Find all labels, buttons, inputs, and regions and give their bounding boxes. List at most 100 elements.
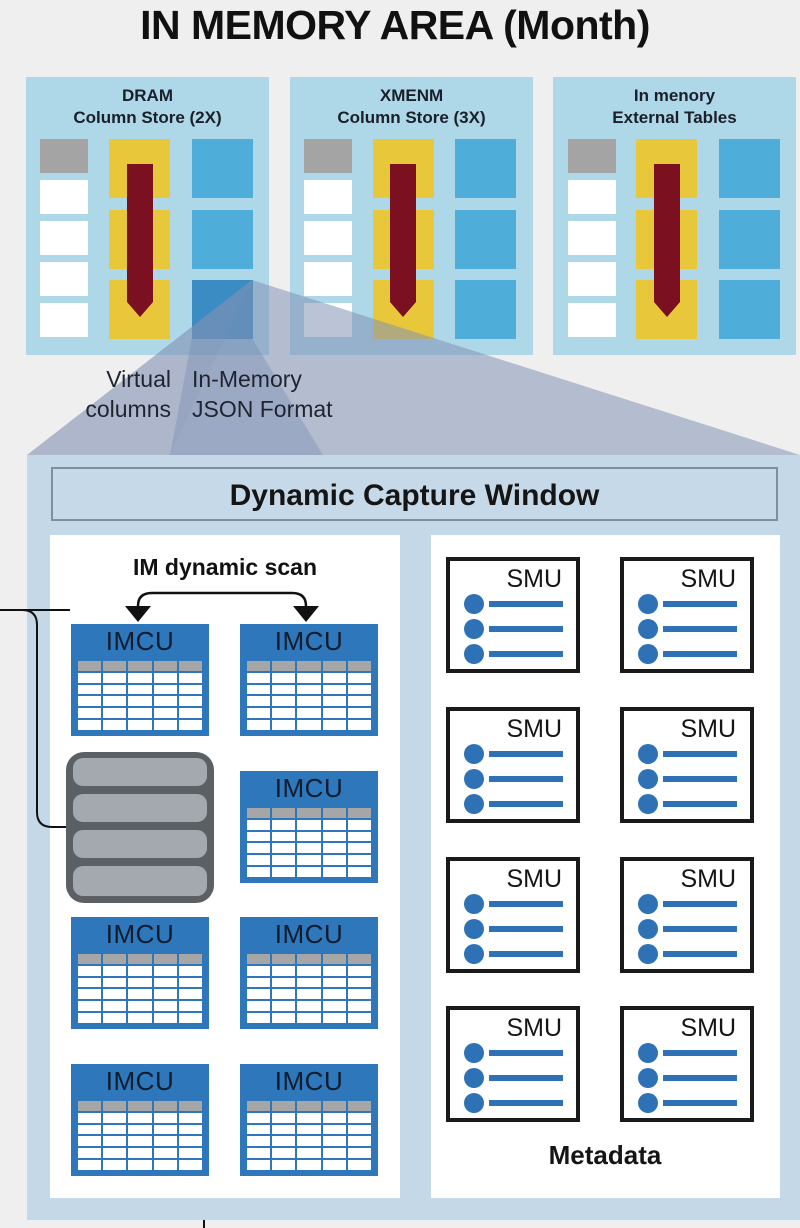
imcu-header-cell	[247, 954, 271, 964]
imcu-cell	[153, 684, 177, 695]
imcu-table: IMCU	[71, 917, 209, 1029]
imcu-cell	[297, 672, 321, 683]
imcu-header-cell	[297, 1101, 321, 1111]
imcu-cell	[347, 831, 371, 842]
imcu-cell	[78, 1136, 102, 1147]
bullet-icon	[638, 1043, 658, 1063]
imcu-cell	[297, 708, 321, 719]
bullet-icon	[464, 919, 484, 939]
imcu-cell	[297, 696, 321, 707]
smu-list-item-icon	[464, 769, 564, 789]
smu-list-item-icon	[638, 1043, 738, 1063]
imcu-cell	[153, 672, 177, 683]
line-icon	[663, 1050, 737, 1056]
line-icon	[489, 951, 563, 957]
smu-label: SMU	[680, 715, 736, 743]
imcu-cell	[347, 708, 371, 719]
imcu-cell	[78, 720, 102, 730]
dynamic-capture-window-header: Dynamic Capture Window	[51, 467, 778, 521]
bullet-icon	[638, 894, 658, 914]
imcu-cell	[247, 1148, 271, 1159]
imcu-cell	[78, 989, 102, 1000]
imcu-cell	[128, 696, 152, 707]
imcu-header-cell	[128, 954, 152, 964]
imcu-cell	[272, 855, 296, 866]
smu-list-item-icon	[638, 744, 738, 764]
imcu-cell	[153, 965, 177, 976]
imcu-header-cell	[178, 1101, 202, 1111]
imcu-cell	[322, 708, 346, 719]
line-icon	[489, 626, 563, 632]
imcu-cell	[347, 1136, 371, 1147]
store-header-line1: In menory	[633, 86, 716, 105]
smu-list-item-icon	[638, 619, 738, 639]
imcu-cell	[247, 977, 271, 988]
line-icon	[663, 651, 737, 657]
store-header-line2: Column Store (3X)	[337, 108, 486, 127]
imcu-cell	[178, 1148, 202, 1159]
imcu-cell	[128, 1148, 152, 1159]
imcu-grid	[247, 1101, 371, 1170]
imcu-header-cell	[272, 1101, 296, 1111]
smu-label: SMU	[506, 565, 562, 593]
smu-list-item-icon	[638, 594, 738, 614]
virtual-columns-label: Virtual columns	[70, 364, 171, 424]
scan-arrow-icon	[654, 164, 680, 317]
imcu-header-cell	[128, 661, 152, 671]
imcu-grid	[247, 808, 371, 877]
imcu-cell	[103, 1148, 127, 1159]
imcu-cell	[297, 1112, 321, 1123]
bullet-icon	[464, 769, 484, 789]
imcu-cell	[78, 1001, 102, 1012]
imcu-cell	[128, 989, 152, 1000]
imcu-header-cell	[272, 808, 296, 818]
imcu-cell	[322, 843, 346, 854]
store-header-line2: Column Store (2X)	[73, 108, 222, 127]
imcu-cell	[178, 965, 202, 976]
imcu-cell	[347, 1112, 371, 1123]
imcu-cell	[272, 867, 296, 877]
imcu-cell	[272, 1013, 296, 1023]
smu-list-item-icon	[638, 769, 738, 789]
imcu-cell	[178, 1112, 202, 1123]
imcu-header-cell	[178, 954, 202, 964]
imcu-cell	[322, 867, 346, 877]
bullet-icon	[464, 1068, 484, 1088]
imcu-cell	[272, 684, 296, 695]
line-icon	[663, 626, 737, 632]
imcu-cell	[272, 977, 296, 988]
line-icon	[489, 776, 563, 782]
row-cell	[40, 262, 88, 296]
imcu-cell	[247, 819, 271, 830]
row-cell	[304, 262, 352, 296]
imcu-cell	[322, 1124, 346, 1135]
store-header-line1: DRAM	[122, 86, 173, 105]
imcu-cell	[78, 696, 102, 707]
imcu-label: IMCU	[274, 626, 344, 656]
imcu-cell	[347, 696, 371, 707]
imcu-cell	[272, 708, 296, 719]
imcu-cell	[178, 1124, 202, 1135]
imcu-cell	[347, 819, 371, 830]
imcu-label: IMCU	[274, 1066, 344, 1096]
imcu-cell	[153, 696, 177, 707]
blue-column-cell	[192, 139, 253, 198]
imcu-header-cell	[247, 808, 271, 818]
imcu-cell	[247, 708, 271, 719]
imcu-cell	[322, 684, 346, 695]
imcu-cell	[297, 819, 321, 830]
blue-column-cell	[455, 280, 516, 339]
smu-box: SMU	[620, 707, 754, 823]
imcu-table: IMCU	[240, 1064, 378, 1176]
imcu-header-cell	[103, 661, 127, 671]
row-header-cell	[40, 139, 88, 173]
imcu-header-cell	[322, 1101, 346, 1111]
row-header-cell	[304, 139, 352, 173]
imcu-cell	[78, 1148, 102, 1159]
imcu-header-cell	[153, 661, 177, 671]
bullet-icon	[638, 794, 658, 814]
imcu-cell	[247, 1112, 271, 1123]
line-icon	[489, 901, 563, 907]
imcu-header-cell	[247, 1101, 271, 1111]
imcu-cell	[178, 672, 202, 683]
